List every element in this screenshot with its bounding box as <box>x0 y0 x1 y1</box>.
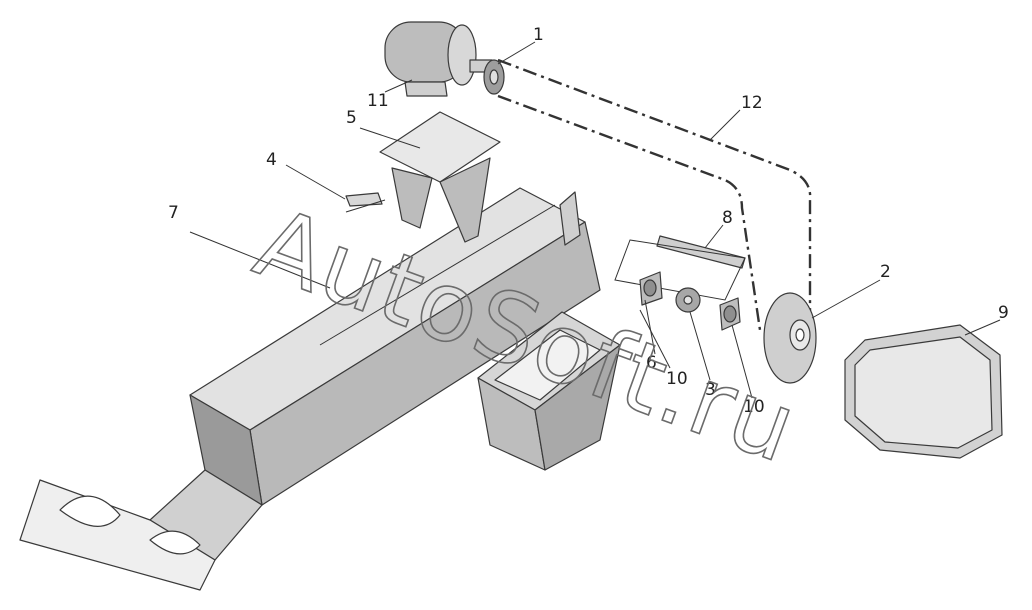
leader-lines <box>189 41 1001 399</box>
callout-12: 12 <box>741 93 763 113</box>
electric-motor <box>384 21 493 97</box>
callout-8: 8 <box>722 208 733 228</box>
small-sprocket <box>483 59 505 95</box>
drive-chain <box>497 58 812 331</box>
chain-guard-cover <box>844 324 1003 459</box>
callout-6: 6 <box>646 353 657 373</box>
large-sprocket <box>763 292 817 384</box>
callout-9: 9 <box>998 303 1009 323</box>
callout-7: 7 <box>168 203 179 223</box>
hopper <box>477 311 621 471</box>
callout-10b: 10 <box>743 397 765 417</box>
small-plate <box>345 192 386 213</box>
callout-10a: 10 <box>666 369 688 389</box>
conveyor-housing <box>19 187 601 591</box>
callout-labels: 1 2 3 4 5 6 7 8 9 10 10 11 12 <box>168 25 1009 417</box>
callout-11: 11 <box>367 91 389 111</box>
motor-mount-bracket <box>379 111 501 243</box>
callout-3: 3 <box>705 380 716 400</box>
bearing-left <box>639 271 663 306</box>
callout-5: 5 <box>346 108 357 128</box>
callout-4: 4 <box>266 150 277 170</box>
callout-1: 1 <box>533 25 544 45</box>
shaft <box>614 235 746 301</box>
callout-2: 2 <box>880 262 891 282</box>
bearing-right <box>719 297 741 331</box>
inner-sprocket <box>675 287 701 313</box>
